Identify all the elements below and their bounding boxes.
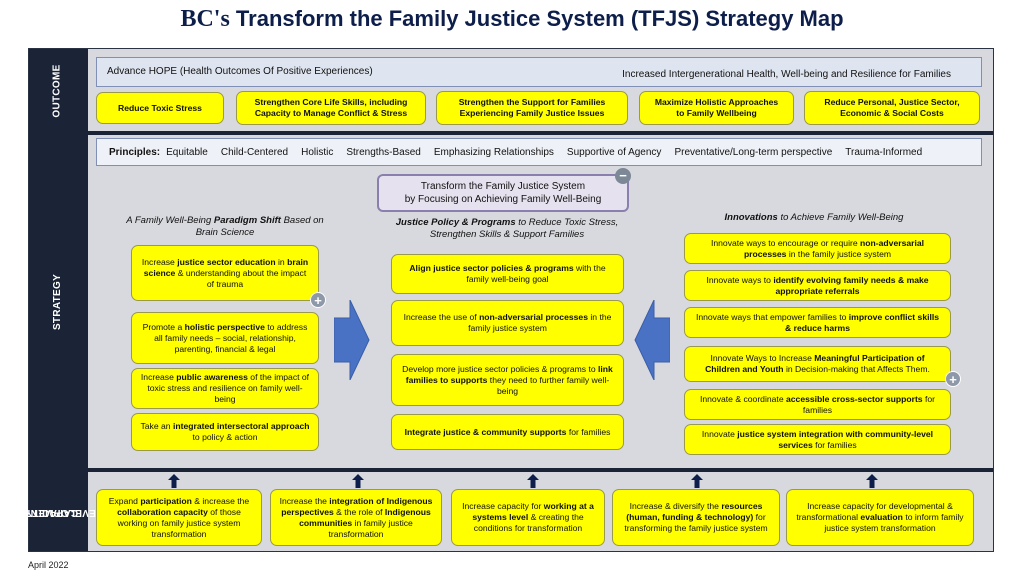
capacity-box: Increase capacity for working at a syste… bbox=[451, 489, 605, 546]
collapse-minus-icon[interactable]: − bbox=[615, 168, 631, 184]
strategy-box: Innovate ways to encourage or require no… bbox=[684, 233, 951, 264]
expand-plus-icon[interactable]: + bbox=[945, 371, 961, 387]
principle-item: Child-Centered bbox=[220, 146, 289, 158]
right-column-heading: Innovations to Achieve Family Well-Being bbox=[724, 212, 904, 223]
up-arrow-icon bbox=[691, 474, 703, 488]
left-column-heading: A Family Well-Being Paradigm Shift Based… bbox=[126, 215, 324, 238]
principles-bar: Principles: Equitable Child-Centered Hol… bbox=[96, 138, 982, 166]
principle-item: Holistic bbox=[301, 146, 334, 158]
outcome-right-text: Increased Intergenerational Health, Well… bbox=[622, 69, 951, 80]
principle-item: Preventative/Long-term perspective bbox=[674, 146, 833, 158]
left-pointing-arrow bbox=[634, 300, 670, 380]
outcome-label: OUTCOME bbox=[52, 63, 63, 118]
strategy-box: Innovate justice system integration with… bbox=[684, 424, 951, 455]
strategy-box: Innovate ways to identify evolving famil… bbox=[684, 270, 951, 301]
capacity-box: Increase & diversify the resources (huma… bbox=[612, 489, 780, 546]
principle-item: Strengths-Based bbox=[346, 146, 421, 158]
strategy-divider bbox=[88, 468, 994, 472]
principle-item: Trauma-Informed bbox=[845, 146, 923, 158]
map-frame bbox=[28, 48, 994, 552]
principle-item: Emphasizing Relationships bbox=[433, 146, 554, 158]
up-arrow-icon bbox=[527, 474, 539, 488]
strategy-box: Integrate justice & community supports f… bbox=[391, 414, 624, 450]
strategy-box: Increase justice sector education in bra… bbox=[131, 245, 319, 301]
strategy-label: STRATEGY bbox=[51, 273, 63, 330]
strategy-box: Innovate & coordinate accessible cross-s… bbox=[684, 389, 951, 420]
strategy-box: Take an integrated intersectoral approac… bbox=[131, 413, 319, 451]
strategy-box: Innovate ways that empower families to i… bbox=[684, 307, 951, 338]
goal-box: Reduce Toxic Stress bbox=[96, 92, 224, 124]
capacity-box: Expand participation & increase the coll… bbox=[96, 489, 262, 546]
outcome-divider bbox=[88, 131, 994, 135]
capacity-box: Increase capacity for developmental & tr… bbox=[786, 489, 974, 546]
middle-column-heading: Justice Policy & Programs to Reduce Toxi… bbox=[395, 217, 619, 240]
expand-plus-icon[interactable]: + bbox=[310, 292, 326, 308]
outcome-banner: Advance HOPE (Health Outcomes Of Positiv… bbox=[96, 57, 982, 87]
strategy-box: Develop more justice sector policies & p… bbox=[391, 354, 624, 406]
strategy-box: Align justice sector policies & programs… bbox=[391, 254, 624, 294]
sidebar bbox=[28, 48, 88, 552]
page-title: BC's Transform the Family Justice System… bbox=[0, 6, 1024, 33]
goal-box: Reduce Personal, Justice Sector,Economic… bbox=[804, 91, 980, 125]
capacity-box: Increase the integration of Indigenous p… bbox=[270, 489, 442, 546]
strategy-box: Innovate Ways to Increase Meaningful Par… bbox=[684, 346, 951, 382]
outcome-left-text: Advance HOPE (Health Outcomes Of Positiv… bbox=[107, 66, 373, 77]
title-prefix: BC's bbox=[180, 6, 230, 32]
principle-item: Supportive of Agency bbox=[566, 146, 662, 158]
right-pointing-arrow bbox=[334, 300, 370, 380]
principles-label: Principles: bbox=[109, 146, 161, 158]
principle-item: Equitable bbox=[166, 146, 208, 158]
title-rest: Transform the Family Justice System (TFJ… bbox=[229, 6, 844, 31]
strategy-box: Increase public awareness of the impact … bbox=[131, 368, 319, 409]
strategy-box: Promote a holistic perspective to addres… bbox=[131, 312, 319, 364]
up-arrow-icon bbox=[352, 474, 364, 488]
up-arrow-icon bbox=[866, 474, 878, 488]
date-footer: April 2022 bbox=[28, 560, 69, 570]
strategy-box: Increase the use of non-adversarial proc… bbox=[391, 300, 624, 346]
up-arrow-icon bbox=[168, 474, 180, 488]
